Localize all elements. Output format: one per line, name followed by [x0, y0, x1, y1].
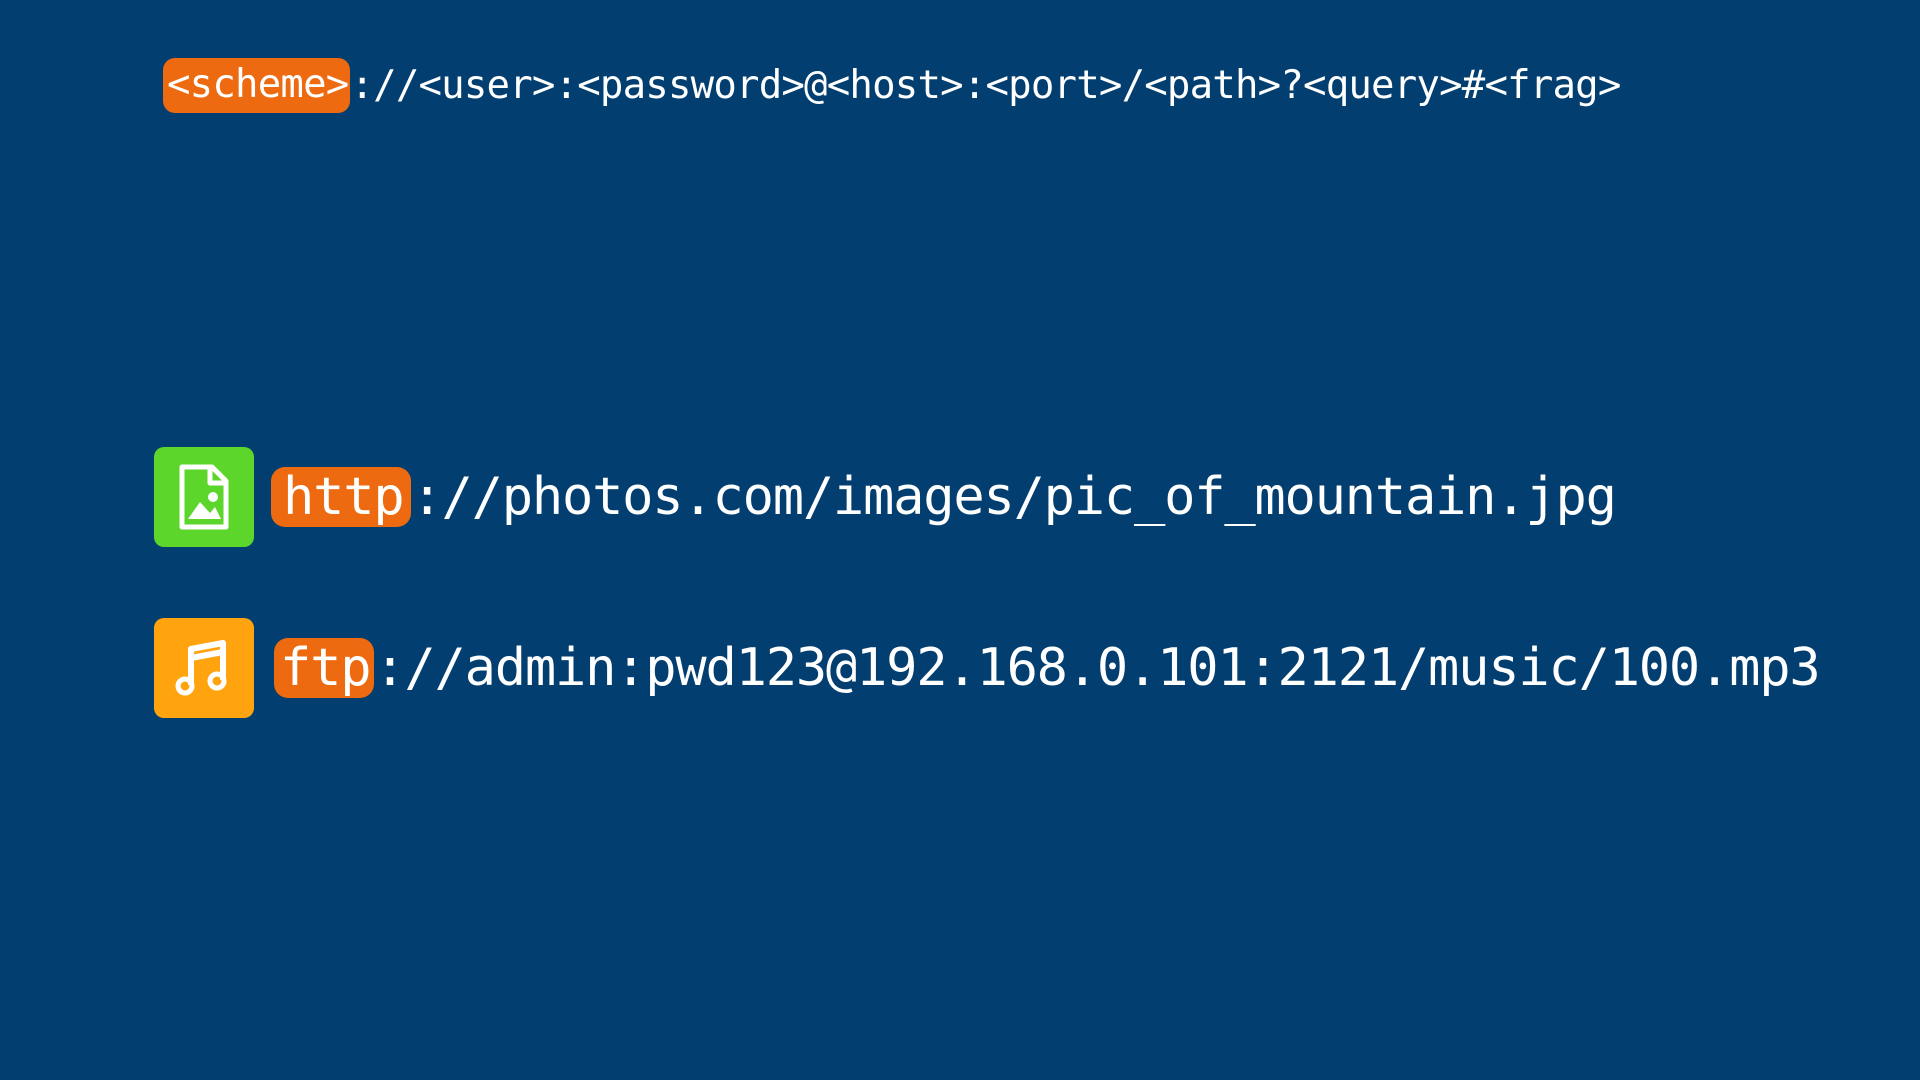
music-note-icon — [154, 618, 254, 718]
ftp-scheme-highlight: ftp — [274, 638, 375, 698]
http-scheme-highlight: http — [271, 467, 412, 527]
http-url-rest: ://photos.com/images/pic_of_mountain.jpg — [411, 467, 1616, 527]
url-template: <scheme> ://<user>:<password>@<host>:<po… — [163, 57, 1621, 113]
image-file-icon — [154, 447, 254, 547]
url-template-rest: ://<user>:<password>@<host>:<port>/<path… — [350, 62, 1621, 108]
scheme-placeholder-highlight: <scheme> — [163, 57, 351, 113]
ftp-url-rest: ://admin:pwd123@192.168.0.101:2121/music… — [374, 638, 1820, 698]
ftp-url-example: ftp ://admin:pwd123@192.168.0.101:2121/m… — [154, 618, 1821, 718]
http-url-example: http ://photos.com/images/pic_of_mountai… — [154, 447, 1617, 547]
